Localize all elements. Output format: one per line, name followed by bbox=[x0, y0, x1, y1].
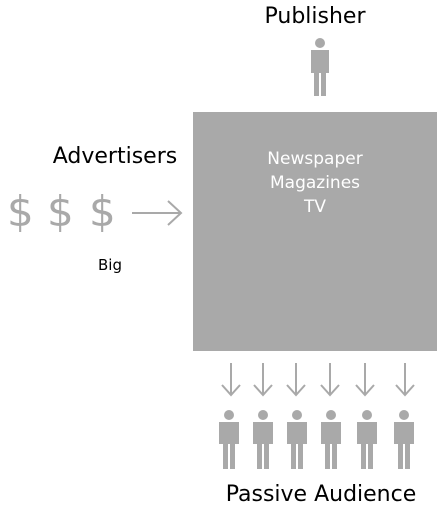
arrow-right-icon bbox=[132, 200, 183, 226]
media-item-magazines: Magazines bbox=[269, 173, 361, 193]
dollar-sign-icon: $ bbox=[89, 187, 116, 236]
media-box: Newspaper Magazines TV bbox=[193, 112, 437, 351]
dollar-sign-icon: $ bbox=[47, 187, 74, 236]
advertisers-label: Advertisers bbox=[52, 144, 178, 169]
publisher-label: Publisher bbox=[264, 4, 366, 29]
publisher-person-icon bbox=[311, 38, 329, 96]
media-item-tv: TV bbox=[303, 197, 326, 217]
audience-label: Passive Audience bbox=[225, 482, 417, 507]
arrow-down-icon bbox=[320, 363, 340, 397]
arrow-down-icon bbox=[286, 363, 306, 397]
audience-person-icon bbox=[219, 410, 239, 469]
arrow-down-icon bbox=[355, 363, 375, 397]
arrow-down-icon bbox=[221, 363, 241, 397]
arrow-down-icon bbox=[395, 363, 415, 397]
audience-person-icon bbox=[287, 410, 307, 469]
media-list: Newspaper Magazines TV bbox=[193, 147, 437, 219]
dollar-sign-icon: $ bbox=[7, 187, 34, 236]
advertiser-size-label: Big bbox=[98, 256, 122, 274]
media-item-newspaper: Newspaper bbox=[267, 149, 363, 169]
audience-person-icon bbox=[253, 410, 273, 469]
audience-person-icon bbox=[394, 410, 414, 469]
arrow-down-icon bbox=[253, 363, 273, 397]
audience-person-icon bbox=[321, 410, 341, 469]
audience-person-icon bbox=[357, 410, 377, 469]
